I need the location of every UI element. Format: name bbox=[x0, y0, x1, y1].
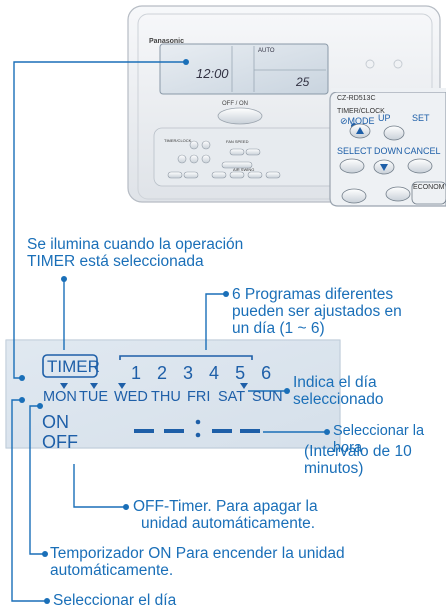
annotation-timer-lit: Se ilumina cuando la operación TIMER est… bbox=[27, 236, 243, 270]
lcd-timer-label: TIMER bbox=[47, 357, 100, 376]
zoom-econom-label[interactable]: ECONOM bbox=[413, 184, 445, 191]
annotation-line: Indica el día bbox=[293, 374, 377, 391]
onoff-label: OFF / ON bbox=[222, 101, 248, 107]
zoom-down-label[interactable]: DOWN bbox=[374, 146, 403, 156]
annotation-line: (Intervalo de 10 bbox=[304, 443, 412, 460]
zoom-bottom-button-1 bbox=[341, 188, 367, 204]
annotation-line: seleccionado bbox=[293, 391, 384, 408]
remote-onoff-button bbox=[217, 107, 263, 125]
remote-fan-speed-label: FAN SPEED bbox=[226, 139, 249, 144]
annotation-hour: Seleccionar la hora bbox=[333, 423, 446, 457]
remote-lcd-temp: 25 bbox=[296, 75, 310, 89]
zoom-model: CZ-RD513C bbox=[337, 95, 376, 102]
lcd-programs: 1 2 3 4 5 6 bbox=[131, 363, 275, 384]
annotation-line: unidad automáticamente. bbox=[141, 515, 316, 532]
day-markers bbox=[60, 383, 248, 389]
day-label: THU bbox=[151, 389, 181, 405]
zoom-bottom-button-2 bbox=[385, 186, 411, 202]
zoom-panel bbox=[329, 91, 446, 207]
day-label: TUE bbox=[79, 389, 108, 405]
timer-box bbox=[42, 354, 98, 378]
program-number: 4 bbox=[209, 363, 220, 383]
remote-air-swing-label: AIR SWING bbox=[233, 167, 255, 172]
annotation-line: automáticamente. bbox=[50, 562, 174, 579]
zoom-cancel-label[interactable]: CANCEL bbox=[404, 146, 441, 156]
annotation-hour-interval: (Intervalo de 10 minutos) bbox=[304, 443, 412, 477]
annotation-line: pueden ser ajustados en bbox=[232, 303, 402, 320]
zoom-cancel-button bbox=[407, 158, 433, 174]
remote-lcd-time: 12:00 bbox=[196, 66, 229, 81]
day-label: SAT bbox=[218, 389, 246, 405]
program-number: 1 bbox=[131, 363, 142, 383]
remote-lcd bbox=[159, 43, 329, 95]
annotation-line: Temporizador ON Para encender la unidad bbox=[50, 545, 345, 562]
up-arrow-icon bbox=[356, 127, 364, 134]
annotation-select-day: Seleccionar el día bbox=[53, 592, 177, 609]
time-dashes bbox=[134, 419, 260, 438]
zoom-set-button bbox=[383, 125, 405, 141]
remote-timer-clock-label: TIMER/CLOCK bbox=[164, 138, 192, 143]
day-label: SUN bbox=[252, 389, 283, 405]
program-number: 2 bbox=[157, 363, 168, 383]
annotation-line: 6 Programas diferentes bbox=[232, 286, 394, 303]
remote-brand: Panasonic bbox=[149, 38, 185, 45]
annotation-line: minutos) bbox=[304, 460, 364, 477]
annotation-line: Seleccionar la hora bbox=[333, 423, 425, 456]
zoom-timer-clock: TIMER/CLOCK bbox=[337, 108, 385, 115]
annotation-on-timer: Temporizador ON Para encender la unidad … bbox=[50, 545, 345, 579]
remote-lcd-mode: AUTO bbox=[258, 48, 275, 54]
lcd-on-label: ON bbox=[42, 412, 69, 432]
zoom-up-label[interactable]: UP bbox=[378, 113, 391, 123]
zoom-select-label[interactable]: SELECT bbox=[337, 146, 373, 156]
day-label: WED bbox=[114, 389, 148, 405]
annotation-off-timer: OFF-Timer. Para apagar la unidad automát… bbox=[133, 498, 318, 532]
remote-onoff-label: OFF / ON bbox=[222, 101, 248, 107]
annotation-line: Se ilumina cuando la operación bbox=[27, 236, 244, 253]
annotation-day-indicator: Indica el día seleccionado bbox=[293, 374, 383, 408]
zoom-mode-label[interactable]: ⊘MODE bbox=[340, 116, 375, 126]
day-label: MON bbox=[43, 389, 77, 405]
program-number: 5 bbox=[235, 363, 246, 383]
lcd-off-label: OFF bbox=[42, 432, 78, 452]
zoom-select-button bbox=[339, 158, 365, 174]
annotation-line: OFF-Timer. Para apagar la bbox=[133, 498, 318, 515]
program-bracket bbox=[119, 355, 253, 360]
program-number: 6 bbox=[261, 363, 272, 383]
down-arrow-icon bbox=[380, 164, 388, 171]
annotation-line: un día (1 ~ 6) bbox=[232, 320, 325, 337]
zoom-set-label[interactable]: SET bbox=[412, 113, 430, 123]
annotation-programs: 6 Programas diferentes pueden ser ajusta… bbox=[232, 286, 402, 337]
annotation-line: TIMER está seleccionada bbox=[27, 253, 204, 270]
program-number: 3 bbox=[183, 363, 194, 383]
day-label: FRI bbox=[187, 389, 211, 405]
